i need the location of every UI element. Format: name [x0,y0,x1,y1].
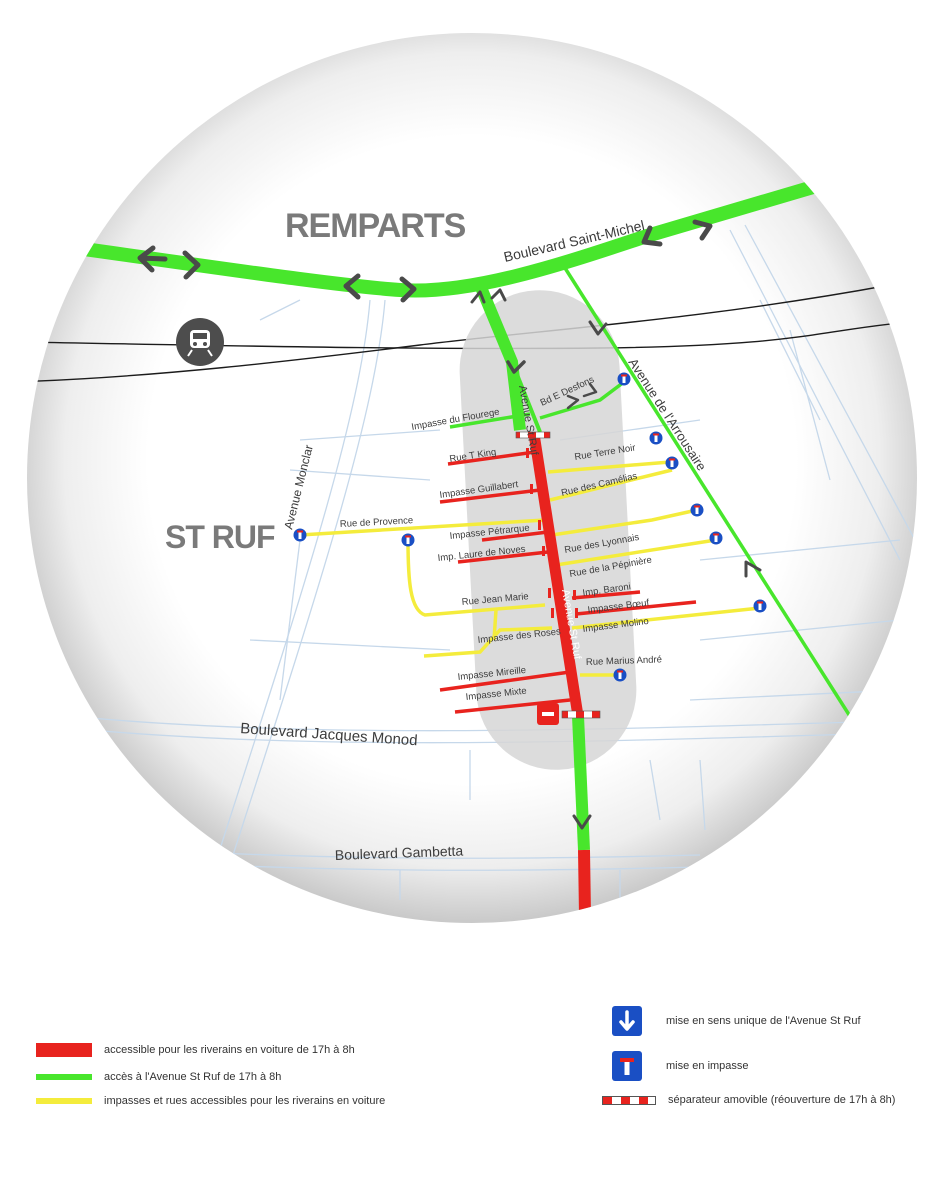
legend-red-label: accessible pour les riverains en voiture… [104,1044,355,1056]
train-icon [176,318,224,366]
bd-desfons-line [539,380,626,420]
st-ruf-south-green [572,715,590,851]
legend-dead-end: mise en impasse [612,1051,749,1081]
background-streets [59,224,917,905]
legend-red: accessible pour les riverains en voiture… [36,1043,355,1057]
avenue-st-ruf-red [528,433,584,717]
removable-separators [515,431,601,719]
yellow-streets [299,460,761,677]
map: REMPARTS ST RUF Boulevard Saint-Michel A… [27,33,917,923]
label-rue-marius-andre: Rue Marius André [586,654,662,668]
legend-red-swatch [36,1043,92,1057]
separator-icon [602,1095,656,1105]
direction-arrows [137,219,762,830]
legend-green: accès à l'Avenue St Ruf de 17h à 8h [36,1071,281,1083]
dead-end-markers [293,372,767,682]
area-label-st-ruf: ST RUF [165,519,275,555]
no-entry-sign [537,703,559,725]
legend-green-swatch [36,1074,92,1080]
legend-green-label: accès à l'Avenue St Ruf de 17h à 8h [104,1071,282,1083]
dead-end-icon [612,1051,642,1081]
legend-yellow: impasses et rues accessibles pour les ri… [36,1095,385,1107]
st-ruf-green-thin [510,361,542,433]
label-rue-provence: Rue de Provence [340,515,414,530]
legend: accessible pour les riverains en voiture… [0,960,930,1200]
impasse-flourege-line [449,412,531,429]
down-arrow-icon [612,1006,642,1036]
legend-separator: séparateur amovible (réouverture de 17h … [602,1094,895,1106]
legend-one-way: mise en sens unique de l'Avenue St Ruf [612,1006,861,1036]
legend-separator-label: séparateur amovible (réouverture de 17h … [668,1094,896,1106]
st-ruf-south-red [578,849,591,916]
legend-one-way-label: mise en sens unique de l'Avenue St Ruf [666,1015,861,1027]
legend-yellow-label: impasses et rues accessibles pour les ri… [104,1095,386,1107]
avenue-arrousaire-line [563,267,862,733]
label-bd-gambetta: Boulevard Gambetta [335,843,464,863]
boulevard-saint-michel-line [54,175,832,298]
red-streets [439,450,697,714]
legend-dead-end-label: mise en impasse [666,1060,749,1072]
area-label-remparts: REMPARTS [285,207,466,245]
legend-yellow-swatch [36,1098,92,1104]
